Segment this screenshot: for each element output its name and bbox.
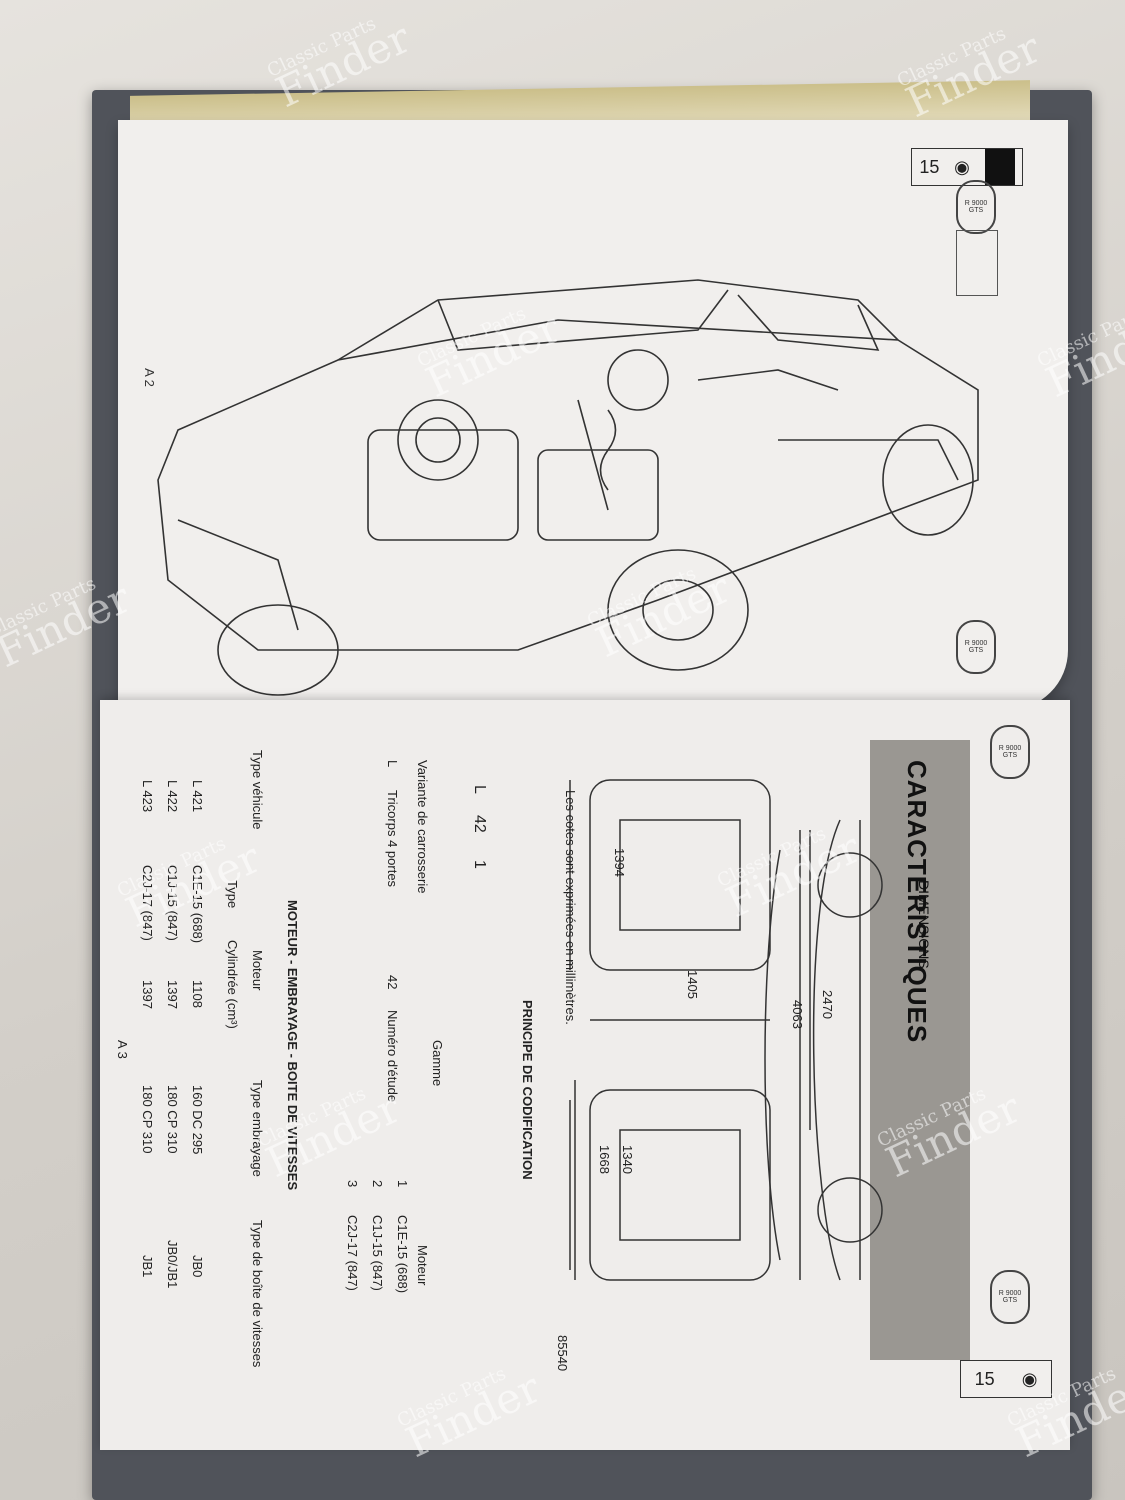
dim-wheelbase: 2470	[820, 990, 835, 1019]
th-type: Type	[225, 880, 240, 909]
range-desc: Numéro d'étude	[385, 1010, 400, 1103]
th-gearbox: Type de boîte de vitesses	[250, 1220, 265, 1368]
eye-icon-page2: ◉	[1021, 1368, 1038, 1389]
row2-cc: 1397	[165, 980, 180, 1009]
row2-clutch: 180 CP 310	[165, 1085, 180, 1154]
row2-gearbox: JB0/JB1	[165, 1240, 180, 1289]
section-tab-page2: 15 ◉	[960, 1360, 1052, 1398]
row1-vehicle: L 421	[190, 780, 205, 813]
eye-icon: ◉	[954, 156, 970, 177]
dim-rear-track: 1340	[620, 1145, 635, 1174]
row3-clutch: 180 CP 310	[140, 1085, 155, 1154]
label-variant: Variante de carrosserie	[415, 760, 430, 894]
row3-type: C2J-17 (847)	[140, 865, 155, 941]
title-band	[870, 740, 970, 1360]
th-vehicle-type: Type véhicule	[250, 750, 265, 830]
label-range: Gamme	[430, 1040, 445, 1087]
upper-page: 15 ◉ R 9000 GTS R 9000 GTS A 2	[118, 120, 1068, 710]
engine-3-num: 3	[345, 1180, 360, 1188]
row3-cc: 1397	[140, 980, 155, 1009]
engine-1-num: 1	[395, 1180, 410, 1188]
dimension-drawings	[569, 779, 883, 1281]
reference-box	[956, 230, 998, 296]
engine-2-name: C1J-15 (847)	[370, 1215, 385, 1291]
model-stamp: R 9000 GTS	[956, 180, 996, 234]
car-cutaway-drawing	[157, 279, 979, 696]
tab-code: 15	[919, 156, 940, 177]
dim-front-height: 1394	[612, 848, 627, 877]
th-displacement: Cylindrée (cm³)	[225, 940, 240, 1029]
row1-type: C1E-15 (688)	[190, 865, 205, 944]
code-part-l: L	[471, 785, 488, 794]
th-engine: Moteur	[250, 950, 265, 991]
row3-vehicle: L 423	[140, 780, 155, 813]
th-clutch: Type embrayage	[250, 1080, 265, 1177]
code-part-42: 42	[471, 815, 488, 833]
model-stamp-lower: R 9000 GTS	[956, 620, 996, 674]
engine-3-name: C2J-17 (847)	[345, 1215, 360, 1291]
coding-heading: PRINCIPE DE CODIFICATION	[520, 1000, 535, 1180]
variant-desc: Tricorps 4 portes	[385, 790, 400, 888]
dim-front-width: 1405	[685, 970, 700, 999]
rear-view	[589, 1089, 771, 1281]
figure-number: 85540	[555, 1335, 570, 1372]
units-note: Les cotes sont exprimées en millimètres.	[563, 790, 578, 1025]
section-tab: 15 ◉	[911, 148, 1023, 186]
variant-code: L	[385, 760, 400, 768]
model-stamp-page2-bottom: R 9000 GTS	[990, 1270, 1030, 1324]
row1-cc: 1108	[190, 980, 205, 1008]
row2-type: C1J-15 (847)	[165, 865, 180, 941]
dim-overall-width: 1668	[597, 1145, 612, 1174]
row2-vehicle: L 422	[165, 780, 180, 813]
front-view	[589, 779, 771, 971]
row1-clutch: 160 DC 295	[190, 1085, 205, 1155]
row1-gearbox: JB0	[190, 1255, 205, 1278]
model-stamp-page2: R 9000 GTS	[990, 725, 1030, 779]
page-number-bottom: A 3	[115, 1040, 130, 1059]
tab-marker	[984, 149, 1015, 185]
table-heading: MOTEUR - EMBRAYAGE - BOITE DE VITESSES	[285, 900, 300, 1191]
engine-1-name: C1E-15 (688)	[395, 1215, 410, 1294]
range-code: 42	[385, 975, 400, 990]
section-subtitle: DIMENSIONS	[916, 880, 932, 969]
label-engine: Moteur	[415, 1245, 430, 1286]
tab-code-page2: 15	[974, 1368, 995, 1389]
engine-2-num: 2	[370, 1180, 385, 1188]
row3-gearbox: JB1	[140, 1255, 155, 1278]
dim-length: 4063	[790, 1000, 805, 1029]
code-part-1: 1	[471, 860, 488, 869]
